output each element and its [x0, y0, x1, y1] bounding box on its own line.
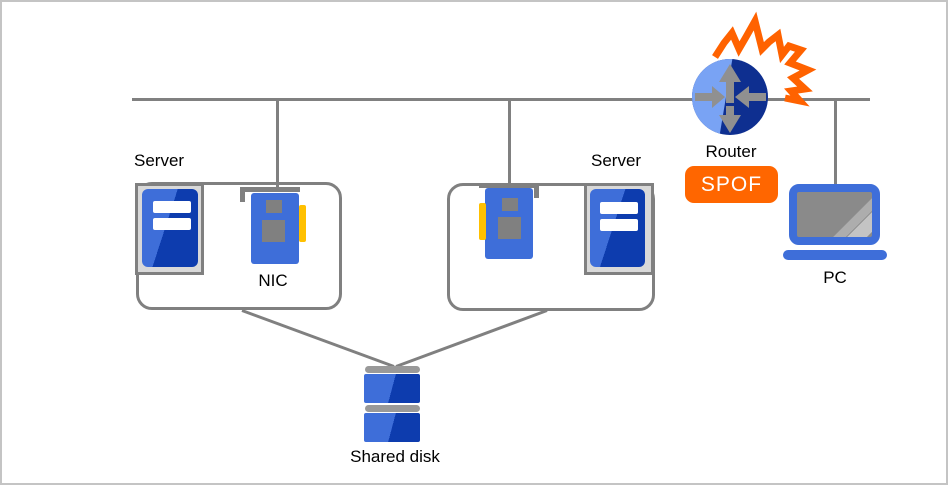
server-drive-slot — [153, 201, 191, 213]
router-icon — [692, 59, 768, 135]
disk-platter-cap — [365, 405, 420, 412]
server-tower-body — [590, 189, 645, 267]
laptop-base — [783, 250, 887, 260]
server-left-label: Server — [134, 151, 185, 170]
spof-badge-label: SPOF — [700, 172, 763, 196]
router-arrow-left-icon — [735, 86, 766, 108]
nic-bracket — [240, 187, 300, 192]
nic-bracket-notch — [534, 183, 539, 198]
stacked-disk-icon — [364, 366, 420, 442]
server-drive-slot — [600, 219, 638, 231]
explosion-burst-icon — [712, 11, 817, 107]
nic-label: NIC — [258, 271, 288, 290]
nic-bracket-notch — [240, 187, 245, 202]
router-arrow-right-icon — [695, 86, 725, 108]
server-tower-icon — [584, 183, 654, 275]
disk-platter-cap — [365, 366, 420, 373]
router-arrow-up-icon — [719, 64, 741, 103]
server-right-label: Server — [591, 151, 642, 170]
disk-link-left — [241, 309, 395, 368]
disk-unit — [364, 374, 420, 403]
nic-connector — [479, 203, 486, 240]
pc-label: PC — [823, 268, 847, 287]
router-circle-light-half — [692, 59, 739, 135]
nic-chip-small — [502, 198, 518, 211]
server-tower-body — [142, 189, 198, 267]
shared-disk-label: Shared disk — [350, 447, 440, 466]
nic-bracket — [479, 183, 539, 188]
nic-chip-large — [498, 217, 521, 239]
laptop-icon — [783, 184, 887, 260]
nic-connector — [299, 205, 306, 242]
server-tower-icon — [135, 183, 204, 275]
router-arrow-down-icon — [719, 106, 741, 133]
spof-badge: SPOF — [685, 166, 778, 203]
router-label: Router — [705, 142, 757, 161]
server-drive-slot — [600, 202, 638, 214]
laptop-screen — [789, 184, 880, 245]
nic-chip-large — [262, 220, 285, 242]
nic-card-icon — [479, 183, 545, 263]
disk-link-right — [395, 309, 548, 368]
server-drive-slot — [153, 218, 191, 230]
nic-card-icon — [240, 187, 306, 267]
disk-unit — [364, 413, 420, 442]
nic-chip-small — [266, 200, 282, 213]
